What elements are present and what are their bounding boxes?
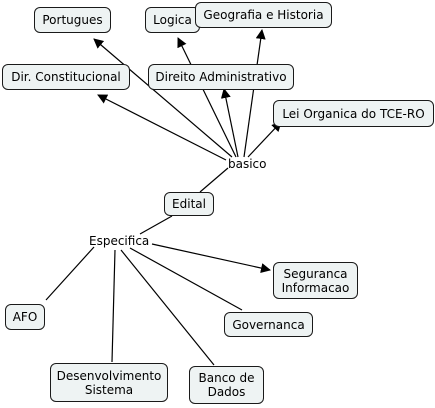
edital-node[interactable]: Edital [164,192,214,216]
seguranca-informacao-node[interactable]: Seguranca Informacao [273,262,358,299]
banco-de-dados-node[interactable]: Banco de Dados [189,366,264,404]
link-basico-to-logica [177,37,237,158]
link-basico-to-portugues [93,38,233,158]
desenvolvimento-sistema-node[interactable]: Desenvolvimento Sistema [50,363,168,402]
link-especifica-to-seguranca [151,243,271,273]
link-especifica-to-banco_dados [120,249,215,366]
dir-constitucional-node[interactable]: Dir. Constitucional [2,64,130,90]
link-especifica-to-desenvolvimento [111,249,116,363]
geografia-historia-node[interactable]: Geografia e Historia [195,2,332,28]
portugues-node[interactable]: Portugues [34,7,111,33]
logica-node[interactable]: Logica [145,7,200,33]
link-edital-to-basico [199,167,229,193]
link-especifica-to-governanca [129,247,243,311]
link-especifica-to-afo [45,246,95,301]
link-basico-to-lei_organica [247,121,282,158]
especifica-hub-label[interactable]: Especifica [89,234,150,248]
lei-organica-node[interactable]: Lei Organica do TCE-RO [273,100,434,127]
governanca-node[interactable]: Governanca [224,312,313,337]
link-basico-to-dir_constitucional [97,94,227,161]
link-basico-to-geografia [243,29,266,158]
link-edital-to-especifica [139,215,173,235]
direito-administrativo-node[interactable]: Direito Administrativo [148,64,294,90]
afo-node[interactable]: AFO [5,304,45,330]
link-basico-to-direito_administrativo [220,88,239,158]
basico-hub-label[interactable]: basico [228,157,267,171]
